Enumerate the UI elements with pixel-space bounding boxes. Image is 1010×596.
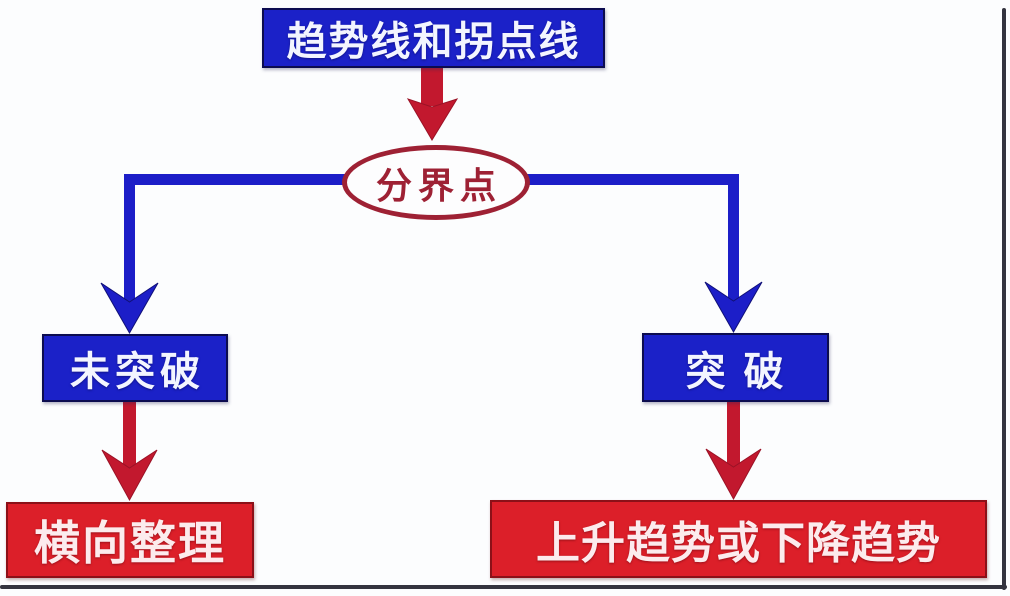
node-uptrend-or-downtrend: 上升趋势或下降趋势	[490, 500, 987, 578]
node-decision-point-ellipse: 分界点	[342, 145, 530, 220]
node-decision-point-label: 分界点	[375, 165, 502, 207]
arrow-left-condition-to-outcome-head	[101, 449, 158, 502]
branch-line-left-horizontal	[124, 174, 346, 185]
node-trend-and-inflection-lines: 趋势线和拐点线	[262, 8, 605, 68]
arrow-right-condition-to-outcome-shaft	[727, 398, 740, 471]
node-broken-label: 突 破	[685, 348, 786, 395]
branch-line-left-vertical	[124, 174, 135, 306]
branch-line-right-horizontal	[527, 174, 739, 185]
arrow-title-to-decision-shaft	[421, 64, 443, 106]
node-sideways-consolidation-label: 横向整理	[34, 516, 226, 570]
node-not-broken-label: 未突破	[70, 349, 205, 395]
node-broken: 突 破	[642, 333, 829, 402]
node-not-broken: 未突破	[42, 334, 228, 402]
arrow-title-to-decision-head	[406, 98, 459, 141]
arrow-decision-to-left-head	[100, 282, 159, 335]
arrow-right-condition-to-outcome-head	[705, 448, 762, 501]
branch-line-right-vertical	[728, 174, 739, 305]
node-uptrend-or-downtrend-label: 上升趋势或下降趋势	[536, 518, 941, 569]
node-trend-and-inflection-lines-label: 趋势线和拐点线	[286, 19, 581, 65]
arrow-left-condition-to-outcome-shaft	[123, 398, 136, 472]
frame-border-right	[1002, 8, 1006, 590]
frame-border-bottom	[0, 585, 1007, 589]
arrow-decision-to-right-head	[704, 281, 763, 334]
node-sideways-consolidation: 横向整理	[6, 502, 254, 578]
